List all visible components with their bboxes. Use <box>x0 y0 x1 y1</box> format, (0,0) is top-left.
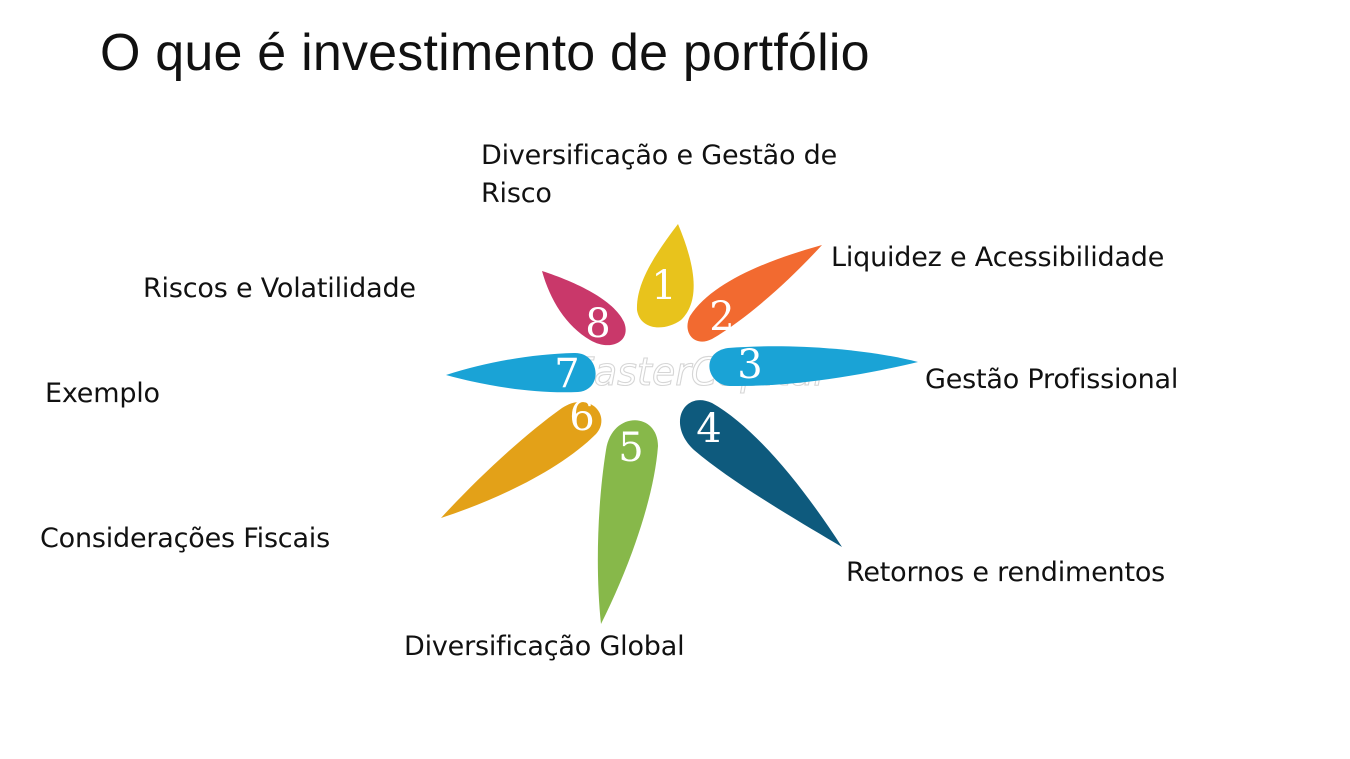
petal-7-number: 7 <box>554 351 579 397</box>
petal-8-shape <box>542 271 626 346</box>
petal-3-shape <box>709 346 918 387</box>
petal-8-number: 8 <box>585 301 610 347</box>
label-gestao-profissional: Gestão Profissional <box>925 364 1179 395</box>
petal-6-shape <box>441 401 602 518</box>
petal-3-number: 3 <box>737 342 762 388</box>
petal-5: 5 <box>597 420 658 624</box>
petal-4-shape <box>679 400 842 547</box>
petal-2-shape <box>687 245 822 342</box>
label-diversificacao-global: Diversificação Global <box>404 631 685 662</box>
label-consideracoes-fiscais: Considerações Fiscais <box>40 523 330 554</box>
petal-4: 4 <box>679 400 842 547</box>
label-exemplo: Exemplo <box>45 378 160 409</box>
petal-6: 6 <box>441 394 602 518</box>
petal-2: 2 <box>687 245 822 342</box>
label-liquidez-acessibilidade: Liquidez e Acessibilidade <box>831 242 1165 273</box>
petal-1-number: 1 <box>651 263 676 309</box>
petal-2-number: 2 <box>709 294 734 340</box>
petal-5-shape <box>597 420 658 624</box>
label-diversificacao-gestao-risco: Diversificação e Gestão de Risco <box>481 140 838 209</box>
petal-1-shape <box>636 224 694 328</box>
label-retornos-rendimentos: Retornos e rendimentos <box>846 557 1166 588</box>
petal-5-number: 5 <box>618 425 643 471</box>
petal-4-number: 4 <box>696 406 721 452</box>
petal-3: 3 <box>709 342 918 388</box>
petal-6-number: 6 <box>569 394 594 440</box>
page-title: O que é investimento de portfólio <box>100 24 870 82</box>
petal-7-shape <box>446 352 596 393</box>
label-riscos-volatilidade: Riscos e Volatilidade <box>143 273 416 304</box>
petal-8: 8 <box>542 271 626 347</box>
petal-7: 7 <box>446 351 596 397</box>
petal-1: 1 <box>636 224 694 328</box>
